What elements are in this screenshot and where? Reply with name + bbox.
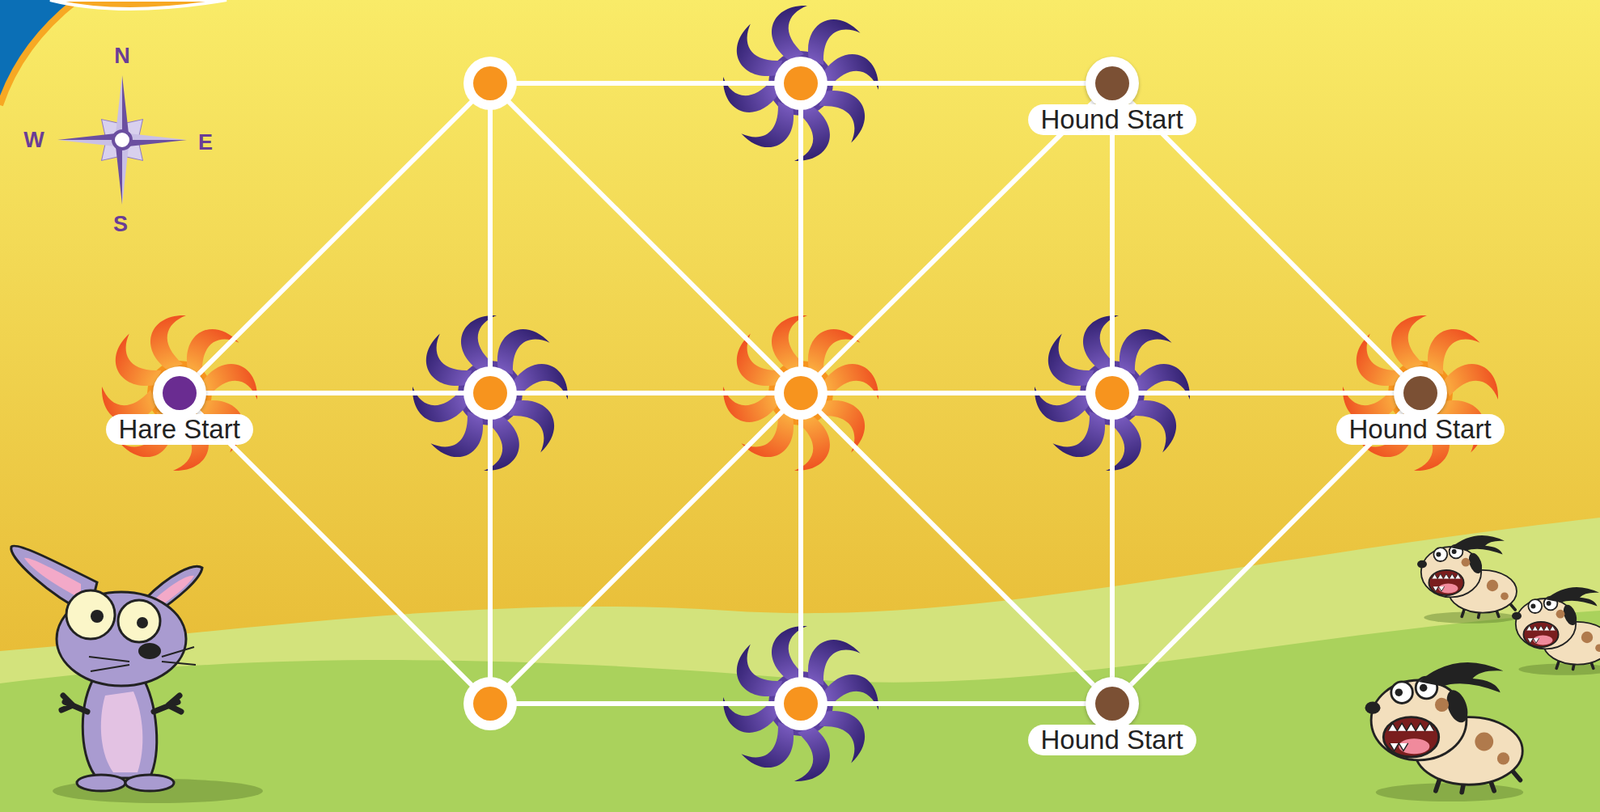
spot-ring bbox=[1085, 56, 1139, 111]
hare-cartoon bbox=[11, 546, 263, 804]
spot-dot bbox=[1403, 376, 1438, 411]
spot-ring bbox=[1085, 677, 1139, 731]
start-spot: Hound Start bbox=[1336, 366, 1506, 445]
spot-ring bbox=[152, 366, 207, 420]
compass-rose bbox=[57, 75, 187, 205]
hound-cartoons bbox=[1365, 535, 1600, 802]
start-spot: Hound Start bbox=[1028, 56, 1198, 136]
corner-logo bbox=[0, 0, 227, 106]
spot-dot bbox=[1095, 686, 1130, 721]
spot-ring bbox=[1393, 366, 1448, 420]
board-spots bbox=[463, 56, 1139, 731]
start-spot: Hare Start bbox=[105, 366, 254, 445]
spot-dot bbox=[162, 376, 197, 411]
start-label: Hound Start bbox=[1028, 104, 1197, 136]
spot-dot bbox=[1095, 66, 1130, 101]
start-label: Hound Start bbox=[1028, 724, 1197, 756]
start-spot: Hound Start bbox=[1028, 677, 1198, 756]
start-label: Hare Start bbox=[105, 414, 254, 445]
vortex-swirls bbox=[101, 5, 1499, 782]
compass-letter: E bbox=[198, 130, 213, 155]
compass-letter: N bbox=[114, 43, 131, 68]
start-label: Hound Start bbox=[1336, 414, 1505, 445]
board-lines bbox=[179, 83, 1421, 704]
compass-letter: S bbox=[113, 211, 128, 237]
compass-letter: W bbox=[23, 127, 44, 153]
